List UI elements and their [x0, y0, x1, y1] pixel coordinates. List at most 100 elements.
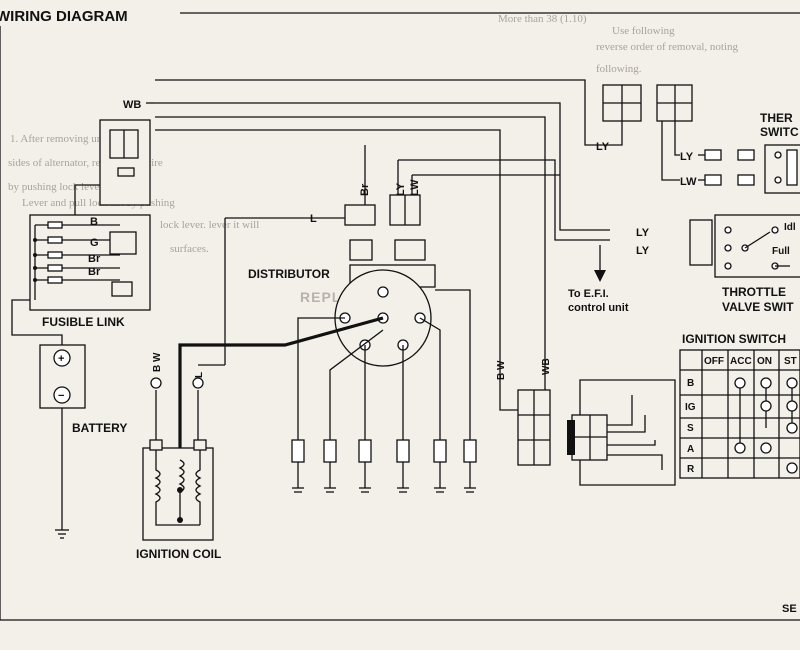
thermo-plug-1 — [704, 149, 722, 161]
fusible-link: B G Br Br — [29, 214, 151, 311]
ignition-switch: OFF ACC ON ST B IG S A R — [567, 349, 800, 486]
spark-plug-2 — [323, 439, 337, 493]
wire-ly-thermo-upper — [155, 79, 605, 146]
ignition-coil-body — [142, 447, 214, 541]
spark-plug-6 — [463, 439, 477, 493]
coil-primary-winding — [154, 450, 200, 526]
coil-terminal-right — [193, 439, 207, 451]
spark-plug-5 — [433, 439, 447, 493]
bleed-right-3: reverse order of removal, noting — [596, 41, 739, 53]
ign-col-off: OFF — [704, 356, 724, 367]
coil-core-winding — [178, 459, 185, 520]
wire-code-bw-coil: B W — [152, 352, 163, 372]
fuse-connector-lower — [111, 281, 133, 297]
coil-secondary-winding — [195, 450, 202, 525]
bleed-line-4: Lever and pull lock lift by pushing — [22, 197, 175, 209]
fuse-to-battery — [11, 299, 63, 345]
coil-terminal-left — [149, 439, 163, 451]
ign-row-r: R — [687, 464, 695, 475]
fuse-element-5 — [47, 276, 63, 284]
relay-box — [99, 119, 151, 206]
battery: + − — [39, 344, 86, 430]
ignition-coil — [142, 439, 214, 541]
fuse-code-2: G — [90, 237, 99, 249]
wire-ly-throttle — [155, 102, 610, 231]
distributor-label: DISTRIBUTOR — [248, 267, 330, 281]
bleed-line-5: lock lever. lever it will — [160, 219, 259, 231]
coil-bw-terminal — [150, 377, 162, 389]
wire-code-wb-vertical: WB — [541, 358, 552, 375]
throttle-switch-label-1: THROTTLE — [722, 285, 786, 299]
wire-code-br: Br — [359, 183, 371, 196]
coil-node-mid — [177, 487, 183, 493]
wire-lw-thermo-feed — [661, 115, 680, 181]
spark-plugs — [291, 439, 477, 493]
coil-node-bottom — [177, 517, 183, 523]
wire-bw-main — [155, 129, 520, 411]
distributor-plug-right — [394, 239, 426, 261]
fuse-element-3 — [47, 251, 63, 259]
throttle-wire-ly-1: LY — [636, 227, 650, 239]
ignition-connector-lock — [567, 420, 575, 455]
wire-code-bw: B W — [496, 360, 507, 380]
ign-col-on: ON — [757, 356, 772, 367]
battery-label: BATTERY — [72, 421, 127, 435]
thermo-switch-label-2: SWITC — [760, 125, 799, 139]
ign-row-s: S — [687, 423, 694, 434]
fuse-code-3: Br — [88, 253, 101, 265]
bleed-right-2: Use following — [612, 25, 675, 37]
throttle-pos-full: Full — [772, 246, 790, 257]
battery-minus-terminal — [53, 386, 71, 404]
fuse-element-2 — [47, 236, 63, 244]
distributor-connector-l — [344, 204, 376, 226]
fuse-element-1 — [47, 221, 63, 229]
thermo-wire-ly-left: LY — [596, 141, 610, 153]
spark-plug-leads — [297, 289, 471, 440]
battery-minus-sign: − — [58, 390, 64, 402]
ht-lead — [178, 316, 384, 490]
spark-plug-3 — [358, 439, 372, 493]
wire-code-lw: LW — [409, 179, 421, 196]
fusible-link-label: FUSIBLE LINK — [42, 315, 125, 329]
harness-connector-mid — [517, 389, 551, 466]
wire-wb-main — [155, 116, 546, 390]
thermo-plug-2 — [737, 149, 755, 161]
ign-col-acc: ACC — [730, 356, 752, 367]
battery-plus-sign: + — [58, 353, 64, 365]
battery-plus-terminal — [53, 349, 71, 367]
fuse-node-1 — [33, 238, 37, 242]
throttle-connector — [689, 219, 713, 266]
wire-code-l-coil: L — [194, 372, 205, 378]
thermo-plug-3 — [704, 174, 722, 186]
wire-code-ly: LY — [395, 182, 407, 196]
coil-l-terminal — [192, 377, 204, 389]
ignition-coil-label: IGNITION COIL — [136, 547, 221, 561]
bleed-line-3: by pushing lock lever. — [8, 181, 105, 193]
fuse-connector — [109, 231, 137, 255]
fuse-element-4 — [47, 264, 63, 272]
spark-plug-1 — [291, 439, 305, 493]
thermo-wire-ly: LY — [680, 151, 694, 163]
wire-code-wb: WB — [123, 99, 141, 111]
dist-terminal-6 — [377, 286, 389, 298]
fuse-node-2 — [33, 253, 37, 257]
ground-symbol-battery — [55, 430, 69, 539]
fuse-node-3 — [33, 266, 37, 270]
efi-line-2: control unit — [568, 302, 629, 314]
bleed-right-4: following. — [596, 63, 642, 75]
efi-line-1: To E.F.I. — [568, 288, 609, 300]
ign-row-b: B — [687, 378, 694, 389]
fuse-node-4 — [33, 278, 37, 282]
thermo-switch: LY LY LW — [596, 84, 800, 194]
distributor-plug-left — [349, 239, 373, 261]
wire-ly-dist — [398, 159, 610, 241]
throttle-pos-idle: Idl — [784, 222, 796, 233]
spark-plug-4 — [396, 439, 410, 493]
throttle-valve-switch: LY LY Idl Full — [636, 214, 800, 278]
thermo-plug-4 — [737, 174, 755, 186]
relay-pin — [117, 167, 135, 177]
bleed-line-6: surfaces. — [170, 243, 209, 255]
thermo-switch-label-1: THER — [760, 111, 793, 125]
page-footer: SE — [782, 603, 797, 615]
